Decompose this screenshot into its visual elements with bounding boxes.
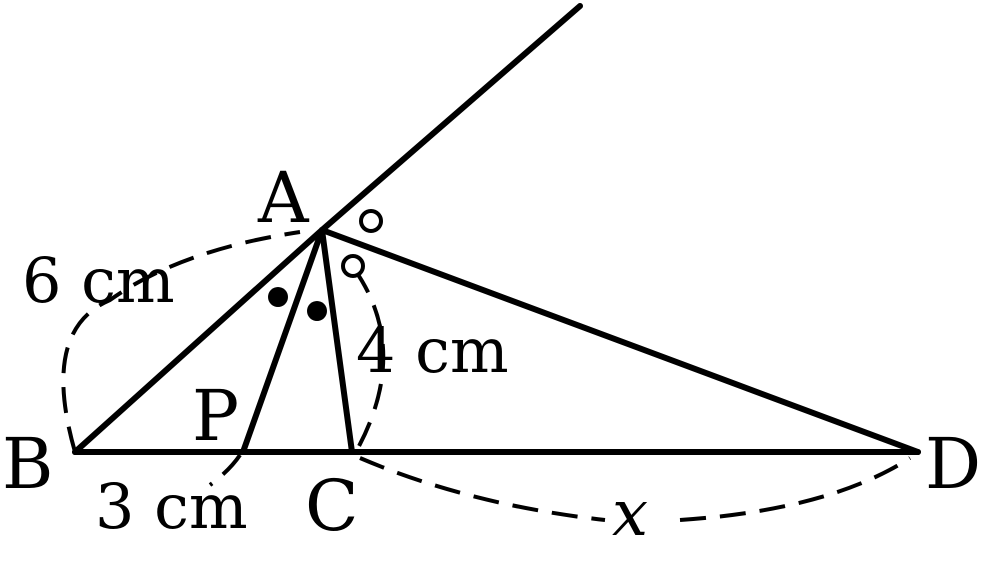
- label-length-ab: 6 cm: [22, 244, 175, 317]
- label-point-b: B: [2, 423, 53, 505]
- label-point-d: D: [925, 423, 981, 505]
- segment-ap: [240, 227, 325, 455]
- label-length-cd: x: [612, 477, 648, 551]
- label-length-bp: 3 cm: [95, 470, 248, 543]
- segment-ab: [72, 227, 325, 455]
- angle-mark-filled-1: [268, 287, 288, 307]
- angle-mark-open-1: [359, 209, 383, 233]
- arc-ab-6cm: [61, 230, 301, 453]
- segment-ad: [319, 227, 921, 455]
- label-point-a: A: [257, 157, 310, 239]
- angle-mark-filled-2: [307, 301, 327, 321]
- ray-ba-extension: [319, 3, 583, 233]
- label-point-p: P: [192, 375, 239, 457]
- arc-cd-x: [359, 456, 912, 522]
- angle-mark-open-2: [341, 254, 365, 278]
- arc-bp-3cm: [208, 453, 242, 487]
- label-point-c: C: [305, 465, 359, 547]
- segment-ac: [319, 227, 355, 455]
- label-length-ac: 4 cm: [356, 314, 509, 387]
- arc-ac-4cm: [353, 268, 386, 449]
